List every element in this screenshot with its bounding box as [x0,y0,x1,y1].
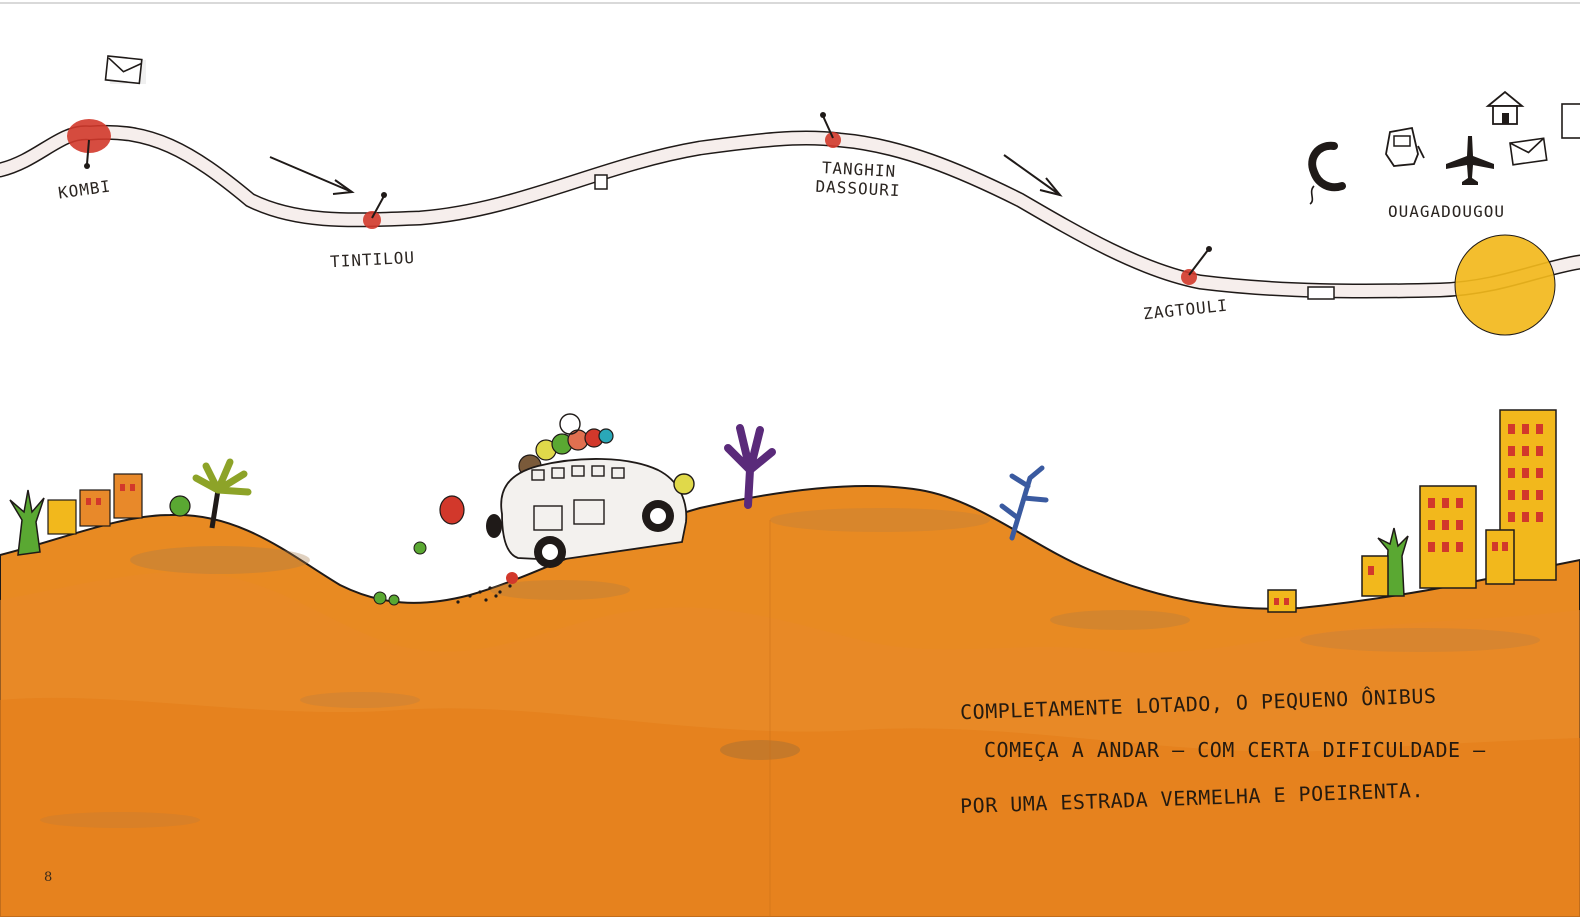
top-rule [0,2,1580,4]
cactus-icon [1377,527,1409,597]
house-icon [1485,90,1525,125]
road-marker [1307,286,1335,300]
stop-label-ouagadougou: OUAGADOUGOU [1388,202,1505,221]
bus-icon [486,413,695,584]
stop-tintilou-marker [363,192,387,229]
buildings [1267,409,1557,613]
document-icon [1561,103,1580,139]
cactus-icon [9,489,45,556]
route-map [0,112,1580,336]
narration-line-2: COMEÇA A ANDAR — COM CERTA DIFICULDADE — [984,738,1486,762]
buildings [47,473,143,535]
page-number: 8 [44,870,53,885]
ground [0,485,1580,917]
stop-tanghin-marker [820,112,841,148]
bush-icon [169,495,191,517]
stop-label-tanghin-dassouri: TANGHIN DASSOURI [815,158,902,201]
sun-icon [1454,234,1556,336]
fuel-pump-icon [1385,126,1425,167]
arrow-icon [269,156,355,195]
exhaust-dust [456,584,512,604]
arrow-icon [1003,154,1063,197]
blue-tree-icon [999,465,1049,541]
envelope-icon [104,55,146,85]
envelope-icon [1509,137,1548,166]
falling-bag-icon [373,495,465,606]
stop-zagtouli-marker [1181,246,1212,285]
phone-icon [1308,141,1346,205]
purple-tree-icon [724,424,776,509]
road-marker [594,174,608,190]
stop-kombi-marker [67,119,111,169]
airplane-icon [1446,136,1494,185]
route-road [0,124,1580,299]
palm-tree-icon [192,458,252,529]
